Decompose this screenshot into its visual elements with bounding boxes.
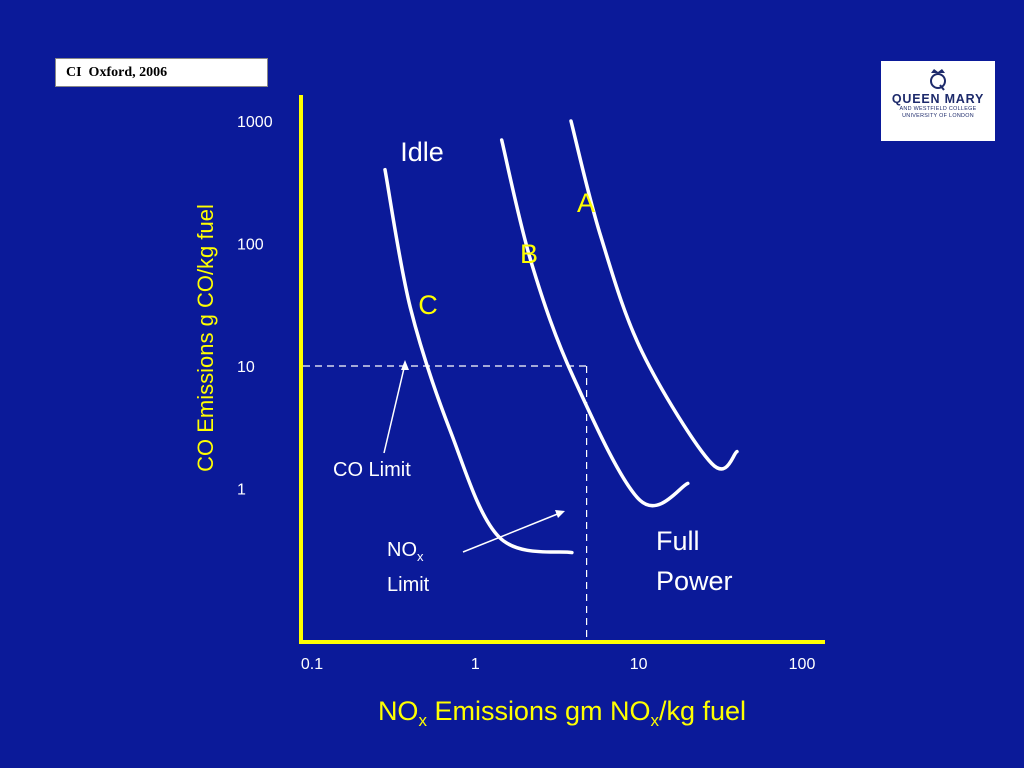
conference-tag: CI Oxford, 2006 xyxy=(55,58,268,87)
x-axis-title-sub: x xyxy=(418,711,427,730)
x-axis-title-part: Emissions gm NO xyxy=(427,696,651,726)
x-tick-label: 10 xyxy=(630,656,648,673)
nox-limit-label-sub: x xyxy=(417,549,424,564)
nox-limit-pointer-arrow xyxy=(462,512,561,553)
y-tick-label: 1 xyxy=(237,482,246,499)
nox-limit-label-line-2: Limit xyxy=(387,574,430,596)
logo-name: QUEEN MARY xyxy=(891,92,985,106)
logo-subline-1: AND WESTFIELD COLLEGE xyxy=(899,106,977,112)
limit-lines xyxy=(303,365,588,641)
curve-B xyxy=(499,138,690,508)
idle-label: Idle xyxy=(400,137,444,167)
university-logo: QUEEN MARY AND WESTFIELD COLLEGE UNIVERS… xyxy=(881,61,995,141)
curve-A xyxy=(569,119,739,471)
nox-limit-arrowhead xyxy=(555,510,565,518)
crown-and-q-crest-icon xyxy=(930,69,946,91)
nox-limit-label: NOx xyxy=(387,539,424,564)
x-axis-title-part: NO xyxy=(378,696,419,726)
x-tick-label: 1 xyxy=(471,656,480,673)
x-tick-label: 0.1 xyxy=(301,656,323,673)
co-limit-pointer-arrow xyxy=(383,363,406,454)
logo-subline-2: UNIVERSITY OF LONDON xyxy=(902,112,974,119)
x-axis-title-part: /kg fuel xyxy=(659,696,746,726)
curve-label-C: C xyxy=(418,290,438,320)
y-axis-title: CO Emissions g CO/kg fuel xyxy=(193,204,218,472)
nox-limit-label-main: NO xyxy=(387,539,417,561)
curve-C xyxy=(383,167,574,555)
curve-label-B: B xyxy=(520,239,538,269)
full-power-label-line-2: Power xyxy=(656,566,733,596)
co-limit-label: CO Limit xyxy=(333,459,411,481)
y-tick-label: 100 xyxy=(237,237,264,254)
full-power-label-line-1: Full xyxy=(656,526,700,556)
x-tick-label: 100 xyxy=(789,656,816,673)
y-tick-label: 10 xyxy=(237,359,255,376)
y-tick-label: 1000 xyxy=(237,114,273,131)
x-axis-title: NOx Emissions gm NOx/kg fuel xyxy=(378,696,746,730)
x-axis-title-sub: x xyxy=(650,711,659,730)
tick-labels: 1000 100 10 1 0.1 1 10 100 xyxy=(237,114,815,673)
co-limit-arrowhead xyxy=(401,360,409,370)
curve-label-A: A xyxy=(577,188,595,218)
emission-curves: C B A xyxy=(383,119,739,555)
